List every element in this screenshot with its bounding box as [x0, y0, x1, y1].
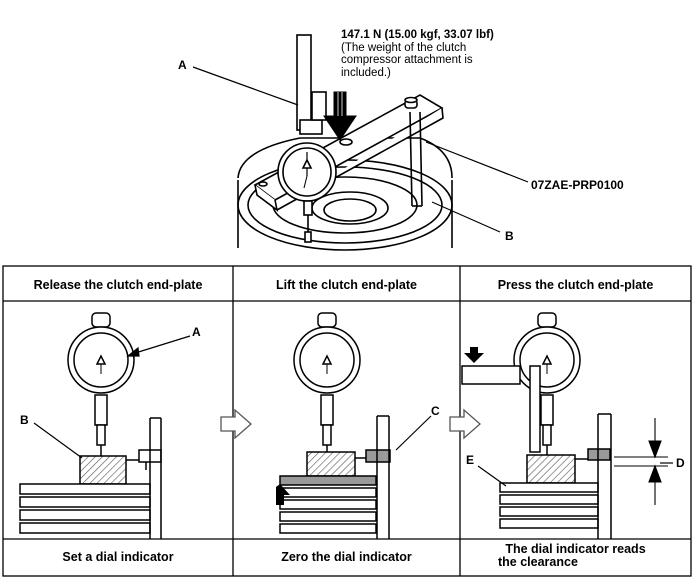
step-arrow-1 — [220, 408, 252, 440]
force-note-line-1: (The weight of the clutch — [341, 41, 467, 54]
force-value: 147.1 N (15.00 kgf, 33.07 lbf) — [341, 29, 494, 41]
panel-2-caption: Zero the dial indicator — [281, 550, 412, 564]
panel-3-label-d: D — [676, 456, 685, 470]
panel-1-label-b: B — [20, 413, 29, 427]
tool-number-label: 07ZAE-PRP0100 — [531, 178, 624, 192]
procedure-table-grid — [2, 265, 692, 577]
panel-1-caption: Set a dial indicator — [62, 550, 174, 564]
panel-1-drawing — [19, 312, 162, 539]
top-force-arrow — [323, 91, 357, 141]
panel-3-press-arrow — [464, 347, 484, 363]
panel-3-label-e: E — [466, 453, 475, 467]
top-label-b: B — [505, 229, 514, 243]
panel-3-drawing — [461, 312, 612, 539]
panel-2-drawing — [279, 312, 391, 539]
panel-2-label-c: C — [431, 404, 440, 418]
top-dial-indicator — [277, 34, 337, 243]
panel-3-leaders — [477, 462, 673, 487]
step-arrow-2 — [449, 408, 481, 440]
force-specification: 147.1 N (15.00 kgf, 33.07 lbf) (The weig… — [341, 29, 494, 79]
panel-3-clearance-dimension — [614, 418, 668, 505]
panel-1-title: Release the clutch end-plate — [33, 278, 203, 292]
top-leader-lines — [192, 66, 529, 233]
top-label-a: A — [178, 58, 187, 72]
panel-3-title: Press the clutch end-plate — [497, 278, 654, 292]
panel-3-caption-line-2: the clearance — [498, 554, 578, 569]
panel-3-caption: The dial indicator reads the clearance — [460, 543, 691, 568]
panel-2-title: Lift the clutch end-plate — [276, 278, 417, 292]
panel-1-leaders — [33, 335, 191, 459]
force-note-line-2: compressor attachment is — [341, 54, 473, 66]
panel-1-label-a: A — [192, 325, 201, 339]
force-note-line-3: included.) — [341, 66, 391, 79]
panel-2-lift-arrow — [270, 484, 290, 505]
panel-2-leaders — [395, 415, 432, 451]
panel-3-caption-line-1: The dial indicator reads — [505, 542, 646, 556]
